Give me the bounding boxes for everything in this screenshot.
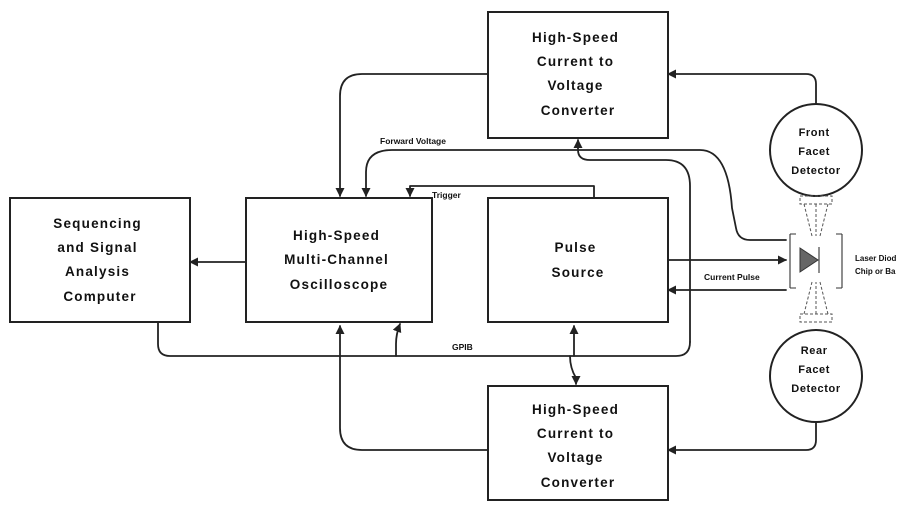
current-pulse-label: Current Pulse (704, 272, 760, 282)
gpib-label: GPIB (452, 342, 473, 352)
wire-gpib-to-bottomconv (569, 355, 581, 385)
pulse-source-box (487, 197, 669, 323)
rear-detector-line-3: Detector (791, 383, 841, 395)
laser-diode-icon (799, 247, 819, 273)
top-converter-line-3: Voltage (547, 78, 603, 93)
front-detector-window (799, 195, 833, 205)
computer-line-2: and Signal (57, 240, 137, 255)
top-converter-line-1: High-Speed (532, 30, 619, 45)
front-light-cone (803, 203, 829, 237)
top-converter-box (487, 11, 669, 139)
wire-pulse-to-topconv (573, 139, 691, 343)
computer-box (9, 197, 191, 323)
top-converter-line-2: Current to (537, 54, 614, 69)
rear-detector-line-1: Rear (801, 345, 828, 357)
svg-text:Front Facet Detector: Front Facet Detector (791, 127, 841, 177)
top-converter-line-4: Converter (541, 103, 616, 118)
computer-line-3: Analysis (65, 264, 130, 279)
bottom-converter-line-4: Converter (541, 475, 616, 490)
pulse-source-line-2: Source (552, 265, 605, 280)
front-detector-line-1: Front (799, 127, 830, 139)
rear-detector-window (799, 313, 833, 323)
bottom-converter-line-1: High-Speed (532, 402, 619, 417)
wire-reardet-to-bottomconv (667, 419, 817, 455)
laser-label-line-1: Laser Diod (855, 254, 896, 263)
wire-topconv-to-osc (335, 73, 489, 197)
wire-gpib-bus (157, 321, 691, 357)
svg-text:Rear Facet Detector: Rear Facet Detector (791, 345, 841, 395)
wire-forward-voltage (361, 149, 787, 241)
wire-frontdet-to-topconv (667, 69, 817, 105)
rear-detector-circle (769, 329, 863, 423)
svg-text:Sequencing and Signal: Sequencing and Signal Analysis Computer (53, 216, 146, 304)
wire-trigger (405, 185, 595, 199)
forward-voltage-label: Forward Voltage (380, 136, 446, 146)
oscilloscope-line-1: High-Speed (293, 228, 380, 243)
bottom-converter-line-2: Current to (537, 426, 614, 441)
bottom-converter-line-3: Voltage (547, 450, 603, 465)
svg-text:High-Speed Multi-Channel: High-Speed Multi-Channel Oscilloscope (284, 228, 394, 292)
wire-gpib-to-osc (392, 323, 402, 357)
front-detector-line-3: Detector (791, 165, 841, 177)
laser-label-line-2: Chip or Ba (855, 267, 896, 276)
computer-line-1: Sequencing (53, 216, 142, 231)
pulse-source-line-1: Pulse (555, 240, 597, 255)
front-detector-line-2: Facet (798, 146, 830, 158)
rear-detector-line-2: Facet (798, 364, 830, 376)
svg-text:Pulse Source: Pulse Source (552, 240, 605, 280)
laser-mount-bracket (789, 233, 843, 289)
rear-light-cone (803, 281, 829, 315)
oscilloscope-line-3: Oscilloscope (290, 277, 388, 292)
oscilloscope-line-2: Multi-Channel (284, 252, 389, 267)
oscilloscope-box (245, 197, 433, 323)
wire-bottomconv-to-osc (335, 325, 489, 451)
trigger-label: Trigger (432, 190, 462, 200)
svg-text:High-Speed Current to: High-Speed Current to Voltage Converter (532, 402, 624, 490)
bottom-converter-box (487, 385, 669, 501)
svg-text:High-Speed Current to: High-Speed Current to Voltage Converter (532, 30, 624, 118)
svg-text:Laser Diod Chip or Ba: Laser Diod Chip or Ba (855, 254, 899, 276)
computer-line-4: Computer (63, 289, 136, 304)
